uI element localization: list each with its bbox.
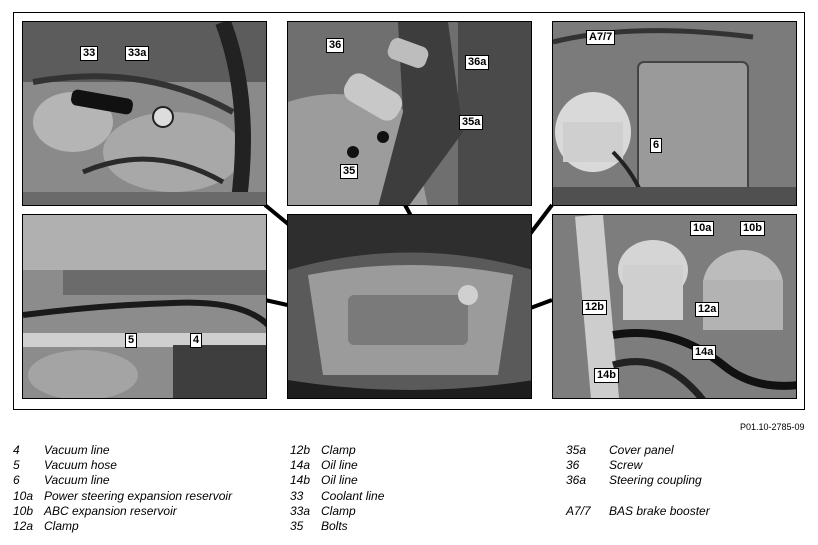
callout-35: 35 bbox=[340, 164, 359, 179]
photo-steering-coupling bbox=[287, 21, 532, 206]
brake-booster-illustration bbox=[553, 22, 796, 205]
callout-10a: 10a bbox=[690, 221, 715, 236]
callout-6: 6 bbox=[650, 138, 663, 153]
steering-coupling-illustration bbox=[288, 22, 531, 205]
callout-5: 5 bbox=[125, 333, 138, 348]
callout-33: 33 bbox=[80, 46, 99, 61]
engine-bay-illustration bbox=[23, 22, 266, 205]
callout-33a: 33a bbox=[125, 46, 150, 61]
overview-illustration bbox=[288, 215, 531, 398]
callout-12b: 12b bbox=[582, 300, 607, 315]
callout-14a: 14a bbox=[692, 345, 717, 360]
callout-35a: 35a bbox=[459, 115, 484, 130]
callout-12a: 12a bbox=[695, 302, 720, 317]
callout-36: 36 bbox=[326, 38, 345, 53]
photo-brake-booster bbox=[552, 21, 797, 206]
photo-vacuum-lines bbox=[22, 214, 267, 399]
figure-reference: P01.10-2785-09 bbox=[740, 422, 805, 432]
callout-a7-7: A7/7 bbox=[586, 30, 616, 45]
vacuum-lines-illustration bbox=[23, 215, 266, 398]
photo-overview bbox=[287, 214, 532, 399]
callout-10b: 10b bbox=[740, 221, 765, 236]
callout-4: 4 bbox=[190, 333, 203, 348]
callout-14b: 14b bbox=[594, 368, 619, 383]
photo-coolant-line bbox=[22, 21, 267, 206]
callout-36a: 36a bbox=[465, 55, 490, 70]
